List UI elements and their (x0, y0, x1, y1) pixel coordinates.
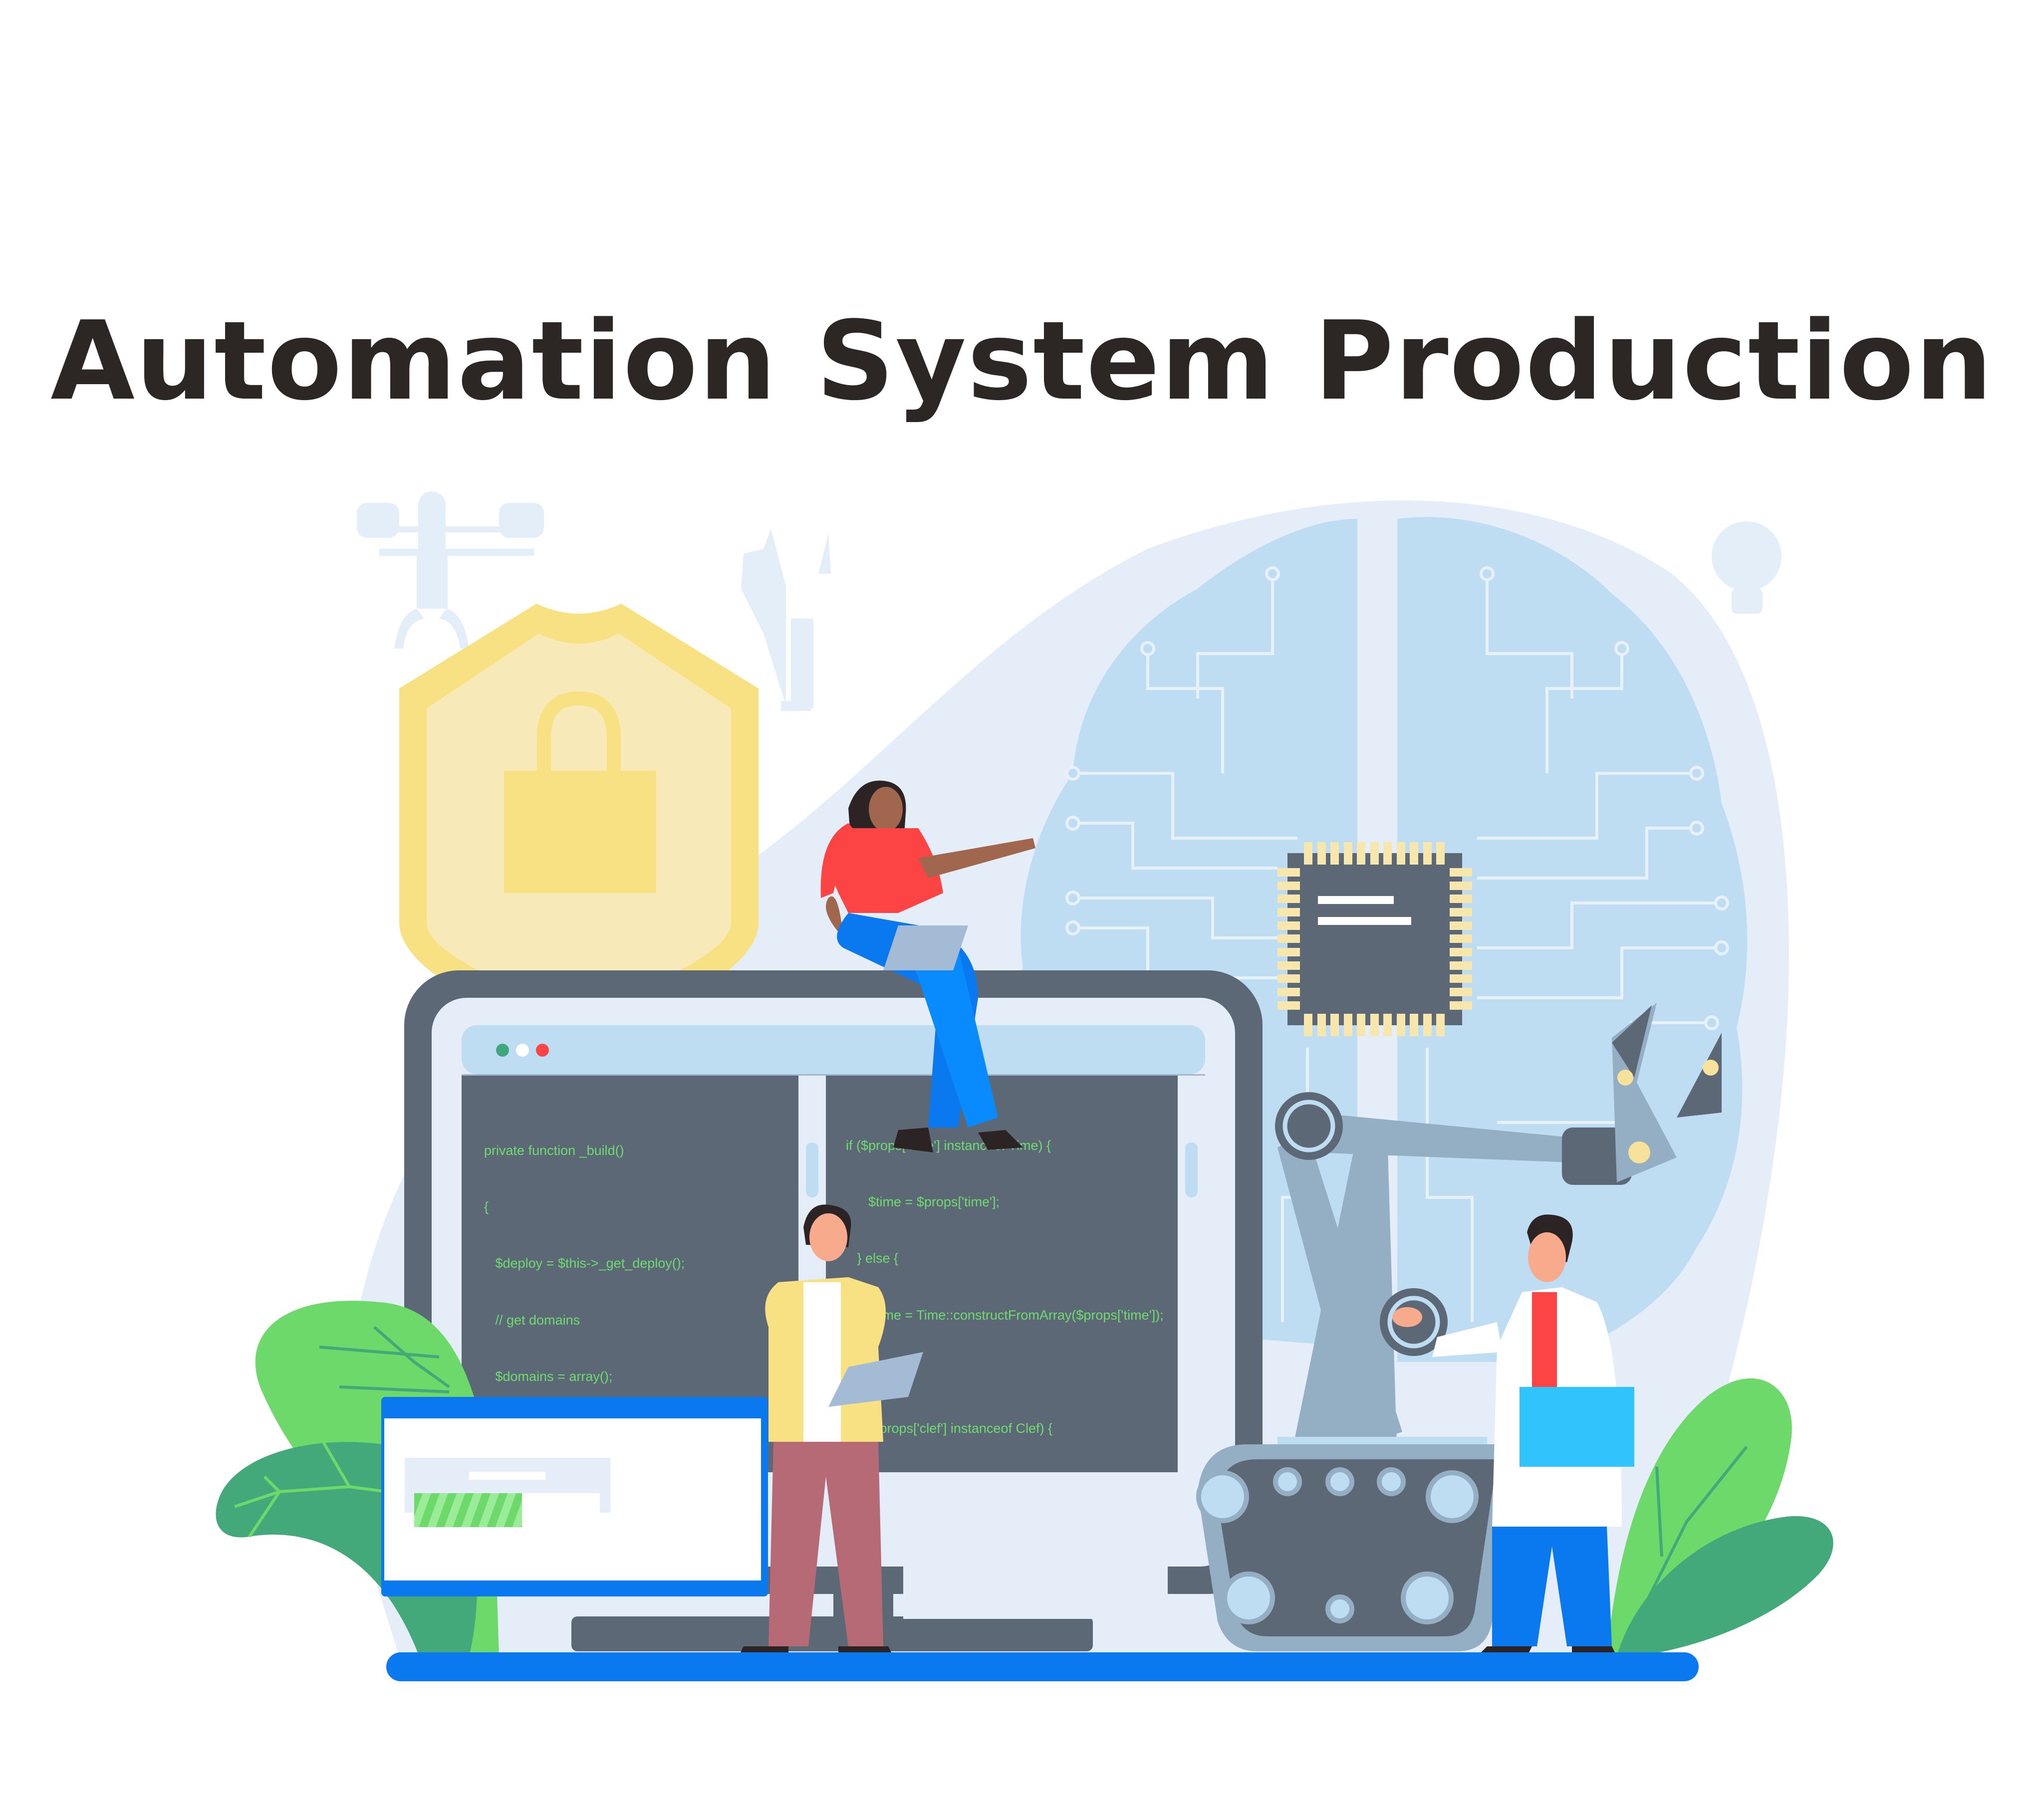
code-panel-right: if ($props['time'] instanceof Time) { $t… (846, 1137, 1164, 1436)
window-dot-red[interactable] (536, 1044, 549, 1057)
progress-bar (414, 1493, 600, 1527)
shield-lock-icon (399, 604, 759, 1048)
page-title: Automation System Production (50, 298, 1994, 425)
code-panel-left: private function _build() { $deploy = $t… (484, 1142, 685, 1384)
progress-bar-fill (414, 1493, 522, 1527)
lightbulb-icon (1712, 521, 1782, 614)
window-dot-green[interactable] (496, 1044, 509, 1057)
drone-icon (357, 491, 544, 649)
robotic-hand-icon (741, 529, 831, 713)
window-dot-white[interactable] (516, 1044, 529, 1057)
